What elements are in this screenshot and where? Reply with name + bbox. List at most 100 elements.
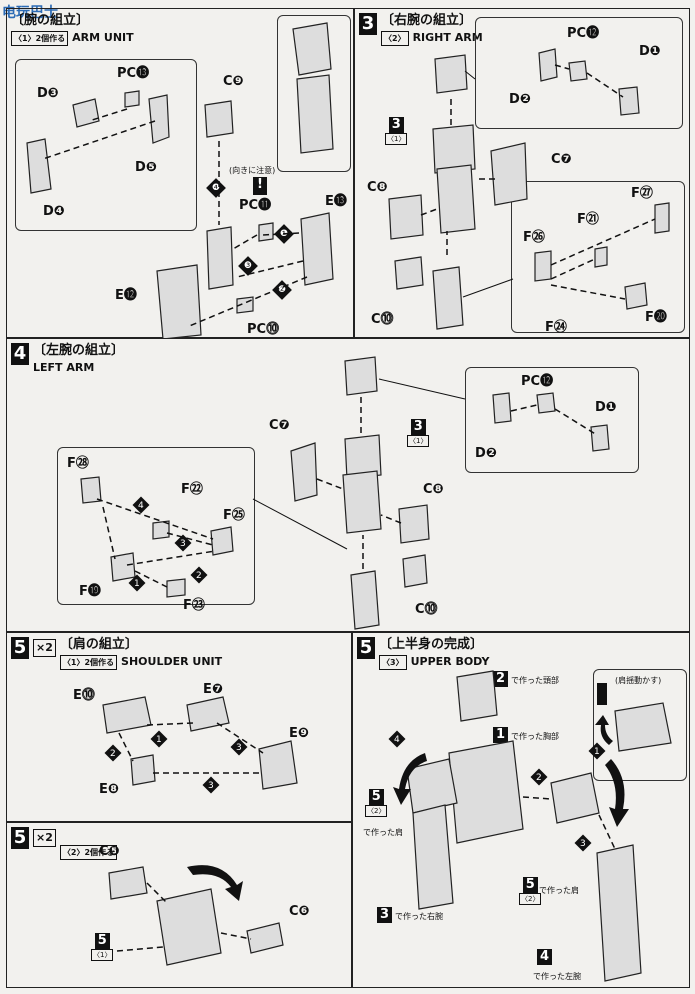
label-left-pc12: PC⓬ — [521, 374, 554, 389]
label-f24: F㉔ — [545, 320, 567, 335]
arm-unit-title-en: ARM UNIT — [72, 31, 134, 44]
label-pc10: PC⓾ — [247, 322, 280, 337]
ref-shoulder-right-5: 5 〈2〉 — [519, 877, 542, 905]
label-d1: D❶ — [639, 44, 661, 59]
note-shoulder-left: で作った肩 — [363, 828, 403, 837]
arm-detail-box — [277, 15, 351, 172]
shoulder-unit-substep: 1 — [70, 658, 77, 667]
arm-unit-sub-note: 2個作る — [35, 34, 66, 43]
shoulder-move-note: (肩揺動かす) — [615, 676, 662, 685]
label-left-d2: D❷ — [475, 446, 497, 461]
label-d2: D❷ — [509, 92, 531, 107]
arm-unit-substep: 1 — [22, 34, 28, 43]
right-arm-panel: 3 〔右腕の組立〕 〈2〉RIGHT ARM PC⓬ D❶ D❷ C❼ C❽ C… — [354, 8, 690, 338]
shoulder-2-x2: ×2 — [33, 829, 56, 847]
upper-body-panel: 5 〔上半身の完成〕 〈3〉UPPER BODY (肩揺動かす) 2 で作った頭… — [352, 632, 690, 988]
label-c5: C❺ — [99, 844, 120, 859]
shoulder-unit-x2: ×2 — [33, 639, 56, 657]
svg-text:3: 3 — [236, 743, 242, 753]
ref-left-arm-4: 4 — [537, 949, 552, 965]
reference-step-5-1: 5 〈1〉 — [91, 933, 114, 961]
step-2-marker: ❷ — [272, 280, 292, 300]
label-left-f22: F㉒ — [181, 482, 203, 497]
shoulder-unit-step-number: 5 — [11, 637, 29, 659]
ref-chest-1: 1 — [493, 727, 508, 743]
label-c7: C❼ — [551, 152, 572, 167]
label-d3: D❸ — [37, 86, 59, 101]
label-e12: E⓬ — [115, 288, 137, 303]
right-arm-header: 3 〔右腕の組立〕 〈2〉RIGHT ARM — [359, 13, 483, 46]
ref-right-arm-3: 3 — [377, 907, 392, 923]
label-f27: F㉗ — [631, 186, 653, 201]
shoulder-unit-sub-note: 2個作る — [84, 658, 115, 667]
right-arm-title-en: RIGHT ARM — [412, 31, 483, 44]
upper-body-substep: 3 — [390, 658, 396, 667]
left-arm-step-number: 4 — [11, 343, 29, 365]
svg-text:2: 2 — [110, 749, 116, 759]
shoulder-2-panel: 5 ×2 〈2〉2個作る C❺ C❻ 5 〈1〉 — [6, 822, 352, 988]
left-arm-title-en: LEFT ARM — [33, 361, 95, 374]
shoulder-move-detail-box — [593, 669, 687, 781]
notice-icon: ! — [253, 177, 267, 195]
watermark: 电玩巴士 — [2, 5, 58, 21]
shoulder-2-substep: 2 — [70, 848, 77, 857]
note-chest: で作った胸部 — [511, 732, 559, 741]
shoulder-joint-detail-box — [475, 17, 683, 129]
label-c10: C⓾ — [371, 312, 394, 327]
label-e8: E❽ — [99, 782, 119, 797]
label-pc12: PC⓬ — [567, 26, 600, 41]
label-f26: F㉖ — [523, 230, 545, 245]
svg-text:3: 3 — [580, 839, 586, 849]
shoulder-unit-title-jp: 肩の組立 — [72, 637, 125, 652]
step-1-marker: ❶ — [274, 224, 294, 244]
label-c8: C❽ — [367, 180, 388, 195]
step-3-marker: ❸ — [238, 256, 258, 276]
label-e7: E❼ — [203, 682, 223, 697]
step-4-marker: ❹ — [206, 178, 226, 198]
upper-body-title-jp: 上半身の完成 — [392, 637, 471, 652]
svg-text:2: 2 — [536, 773, 542, 783]
reference-step-3-1-left: 3 〈1〉 — [407, 419, 430, 447]
label-e13: E⓭ — [325, 194, 347, 209]
label-left-c8: C❽ — [423, 482, 444, 497]
label-f21: F㉑ — [577, 212, 599, 227]
label-left-d1: D❶ — [595, 400, 617, 415]
shoulder-joint-detail-box-left — [465, 367, 639, 473]
hand-detail-box — [15, 59, 197, 231]
label-pc13: PC⓭ — [117, 66, 150, 81]
ref-shoulder-left-5: 5 〈2〉 — [365, 789, 388, 817]
right-arm-substep: 2 — [392, 34, 398, 43]
shoulder-2-sub-note: 2個作る — [84, 848, 115, 857]
label-d4: D❹ — [43, 204, 65, 219]
shoulder-2-step-number: 5 — [11, 827, 29, 849]
ref-head-2: 2 — [493, 671, 508, 687]
note-left-arm: で作った左腕 — [533, 972, 581, 981]
label-pc11: PC⓫ — [239, 198, 272, 213]
upper-body-step-number: 5 — [357, 637, 375, 659]
svg-text:4: 4 — [394, 735, 400, 745]
left-arm-title-jp: 左腕の組立 — [46, 343, 112, 358]
label-e9: E❾ — [289, 726, 309, 741]
note-head: で作った頭部 — [511, 676, 559, 685]
label-d5: D❺ — [135, 160, 157, 175]
note-right-arm: で作った右腕 — [395, 912, 443, 921]
note-shoulder-right: で作った肩 — [539, 886, 579, 895]
notice-label: (向きに注意) — [229, 166, 276, 175]
svg-text:3: 3 — [208, 781, 214, 791]
reference-step-3-1: 3 〈1〉 — [385, 117, 408, 145]
arm-unit-title-jp: 腕の組立 — [24, 13, 77, 28]
label-e10: E⓾ — [73, 688, 95, 703]
left-arm-header: 4 〔左腕の組立〕 LEFT ARM — [11, 343, 124, 374]
label-c6: C❻ — [289, 904, 310, 919]
upper-body-header: 5 〔上半身の完成〕 〈3〉UPPER BODY — [357, 637, 489, 670]
svg-text:1: 1 — [156, 735, 162, 745]
label-left-f19: F⓳ — [79, 584, 101, 599]
shoulder-2-header: 5 ×2 〈2〉2個作る — [11, 827, 121, 860]
right-arm-title-jp: 右腕の組立 — [394, 13, 460, 28]
label-c9: C❾ — [223, 74, 244, 89]
shoulder-unit-title-en: SHOULDER UNIT — [121, 655, 223, 668]
